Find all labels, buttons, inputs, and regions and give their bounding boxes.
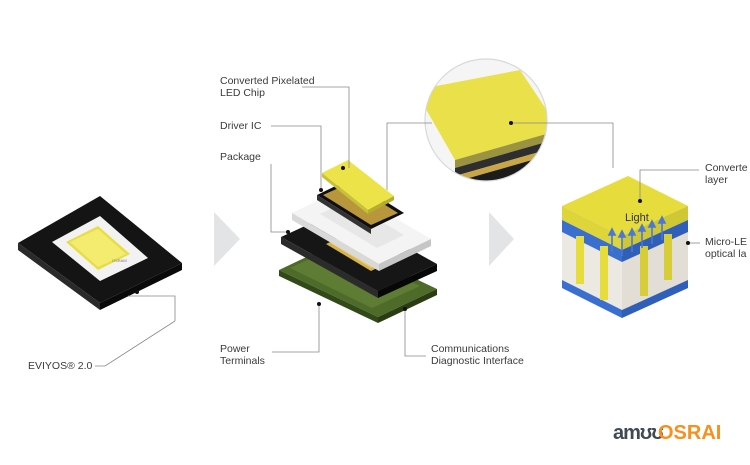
label-eviyos: EVIYOS® 2.0 (28, 360, 93, 372)
label-communications-interface: Communications Diagnostic Interface (431, 343, 524, 367)
arrow-right-icon (489, 212, 514, 266)
label-converter-layer: Converte layer (705, 162, 748, 186)
label-power-terminals: Power Terminals (220, 343, 265, 367)
eviyos-package-illustration: OSRAM (18, 196, 182, 310)
svg-text:OSRAM: OSRAM (112, 258, 127, 263)
arrow-right-icon (214, 212, 240, 266)
label-package: Package (220, 151, 261, 163)
leader-dots (135, 121, 690, 311)
label-light: Light (625, 212, 649, 224)
exploded-stack-illustration (279, 160, 437, 323)
zoom-lens-illustration (424, 58, 548, 182)
label-converted-pixelated-led-chip: Converted Pixelated LED Chip (220, 75, 315, 99)
led-cross-section-illustration (562, 176, 688, 318)
osram-logo: OSRAI (658, 422, 722, 444)
leader-lines (95, 86, 700, 367)
label-driver-ic: Driver IC (220, 120, 262, 132)
label-micro-led-optical-layer: Micro-LE optical la (705, 236, 748, 260)
ams-logo: amʊʊ (613, 422, 664, 444)
